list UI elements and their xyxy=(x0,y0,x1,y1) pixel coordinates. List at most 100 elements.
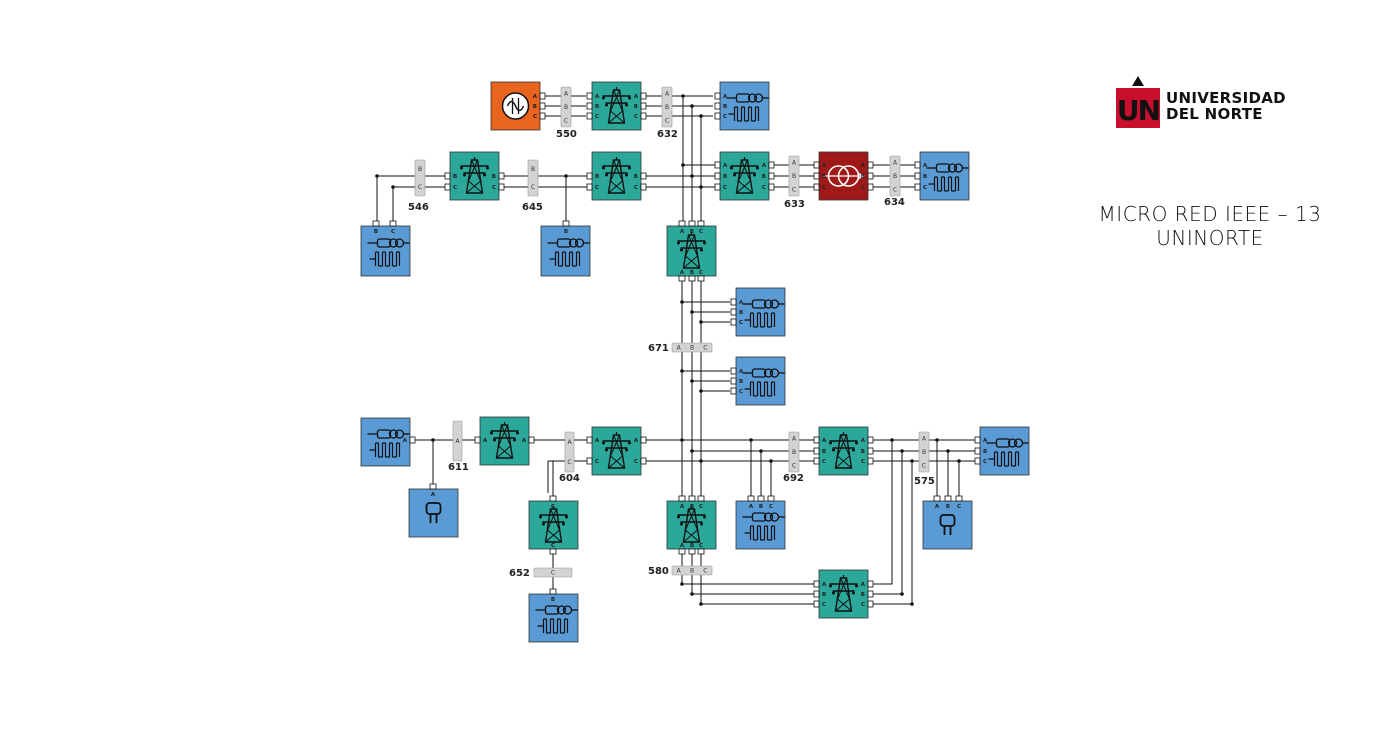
port[interactable] xyxy=(933,495,941,502)
port[interactable] xyxy=(528,436,535,444)
port[interactable] xyxy=(539,112,546,120)
port[interactable] xyxy=(678,495,686,502)
port[interactable] xyxy=(498,183,505,191)
port[interactable] xyxy=(586,102,593,110)
port[interactable] xyxy=(697,548,705,555)
port[interactable] xyxy=(372,220,380,227)
port[interactable] xyxy=(539,102,546,110)
port[interactable] xyxy=(697,220,705,227)
line-611-604-block[interactable] xyxy=(479,416,530,466)
line-671-680-block[interactable] xyxy=(666,500,717,550)
port[interactable] xyxy=(474,436,481,444)
load-632-block[interactable] xyxy=(719,81,770,131)
port[interactable] xyxy=(429,483,437,490)
bus-550-bar[interactable]: ABC xyxy=(560,86,572,128)
port[interactable] xyxy=(974,457,981,465)
load-671b-block[interactable] xyxy=(735,356,786,406)
port[interactable] xyxy=(813,172,820,180)
load-611-block[interactable] xyxy=(360,417,411,467)
port[interactable] xyxy=(867,590,874,598)
port[interactable] xyxy=(768,172,775,180)
line-692-575-block[interactable] xyxy=(818,426,869,476)
line-645-632-block[interactable] xyxy=(591,151,642,201)
port[interactable] xyxy=(640,436,647,444)
port[interactable] xyxy=(730,308,737,316)
port[interactable] xyxy=(974,436,981,444)
port[interactable] xyxy=(730,377,737,385)
bus-611-bar[interactable]: A xyxy=(452,420,463,462)
port[interactable] xyxy=(714,183,721,191)
port[interactable] xyxy=(867,183,874,191)
port[interactable] xyxy=(867,600,874,608)
bus-575-bar[interactable]: ABC xyxy=(918,431,930,473)
port[interactable] xyxy=(867,580,874,588)
port[interactable] xyxy=(768,161,775,169)
port[interactable] xyxy=(444,172,451,180)
port[interactable] xyxy=(757,495,765,502)
transformer-633-634-block[interactable] xyxy=(818,151,869,201)
port[interactable] xyxy=(813,580,820,588)
port[interactable] xyxy=(767,495,775,502)
port[interactable] xyxy=(747,495,755,502)
port[interactable] xyxy=(813,436,820,444)
port[interactable] xyxy=(714,172,721,180)
port[interactable] xyxy=(714,102,721,110)
port[interactable] xyxy=(586,457,593,465)
port[interactable] xyxy=(697,495,705,502)
port[interactable] xyxy=(714,92,721,100)
bus-604-bar[interactable]: AC xyxy=(564,431,575,473)
port[interactable] xyxy=(678,548,686,555)
bus-652-bar[interactable]: C xyxy=(533,567,573,578)
port[interactable] xyxy=(944,495,952,502)
port[interactable] xyxy=(498,172,505,180)
port[interactable] xyxy=(813,447,820,455)
line-604-671-block[interactable] xyxy=(591,426,642,476)
port[interactable] xyxy=(730,318,737,326)
bus-633-bar[interactable]: ABC xyxy=(788,155,800,197)
port[interactable] xyxy=(714,112,721,120)
port[interactable] xyxy=(697,275,705,282)
bus-645-bar[interactable]: BC xyxy=(527,159,539,197)
port[interactable] xyxy=(974,447,981,455)
line-604-652-block[interactable] xyxy=(528,500,579,550)
port[interactable] xyxy=(688,548,696,555)
port[interactable] xyxy=(640,92,647,100)
load-671a-block[interactable] xyxy=(735,287,786,337)
port[interactable] xyxy=(914,183,921,191)
port[interactable] xyxy=(914,161,921,169)
port[interactable] xyxy=(678,275,686,282)
port[interactable] xyxy=(549,495,557,502)
port[interactable] xyxy=(813,183,820,191)
port[interactable] xyxy=(688,275,696,282)
port[interactable] xyxy=(867,172,874,180)
port[interactable] xyxy=(409,436,416,444)
port[interactable] xyxy=(640,183,647,191)
port[interactable] xyxy=(640,102,647,110)
port[interactable] xyxy=(688,220,696,227)
port[interactable] xyxy=(562,220,570,227)
port[interactable] xyxy=(640,172,647,180)
port[interactable] xyxy=(813,457,820,465)
port[interactable] xyxy=(914,172,921,180)
load-575-block[interactable] xyxy=(979,426,1030,476)
port[interactable] xyxy=(813,600,820,608)
port[interactable] xyxy=(586,183,593,191)
port[interactable] xyxy=(586,112,593,120)
load-652-block[interactable] xyxy=(528,593,579,643)
port[interactable] xyxy=(768,183,775,191)
port[interactable] xyxy=(730,298,737,306)
port[interactable] xyxy=(678,220,686,227)
port[interactable] xyxy=(867,457,874,465)
port[interactable] xyxy=(640,457,647,465)
load-692-block[interactable] xyxy=(735,500,786,550)
port[interactable] xyxy=(389,220,397,227)
port[interactable] xyxy=(813,590,820,598)
port[interactable] xyxy=(730,387,737,395)
line-546-645-block[interactable] xyxy=(449,151,500,201)
port[interactable] xyxy=(444,183,451,191)
port[interactable] xyxy=(867,436,874,444)
port[interactable] xyxy=(730,367,737,375)
port[interactable] xyxy=(688,495,696,502)
